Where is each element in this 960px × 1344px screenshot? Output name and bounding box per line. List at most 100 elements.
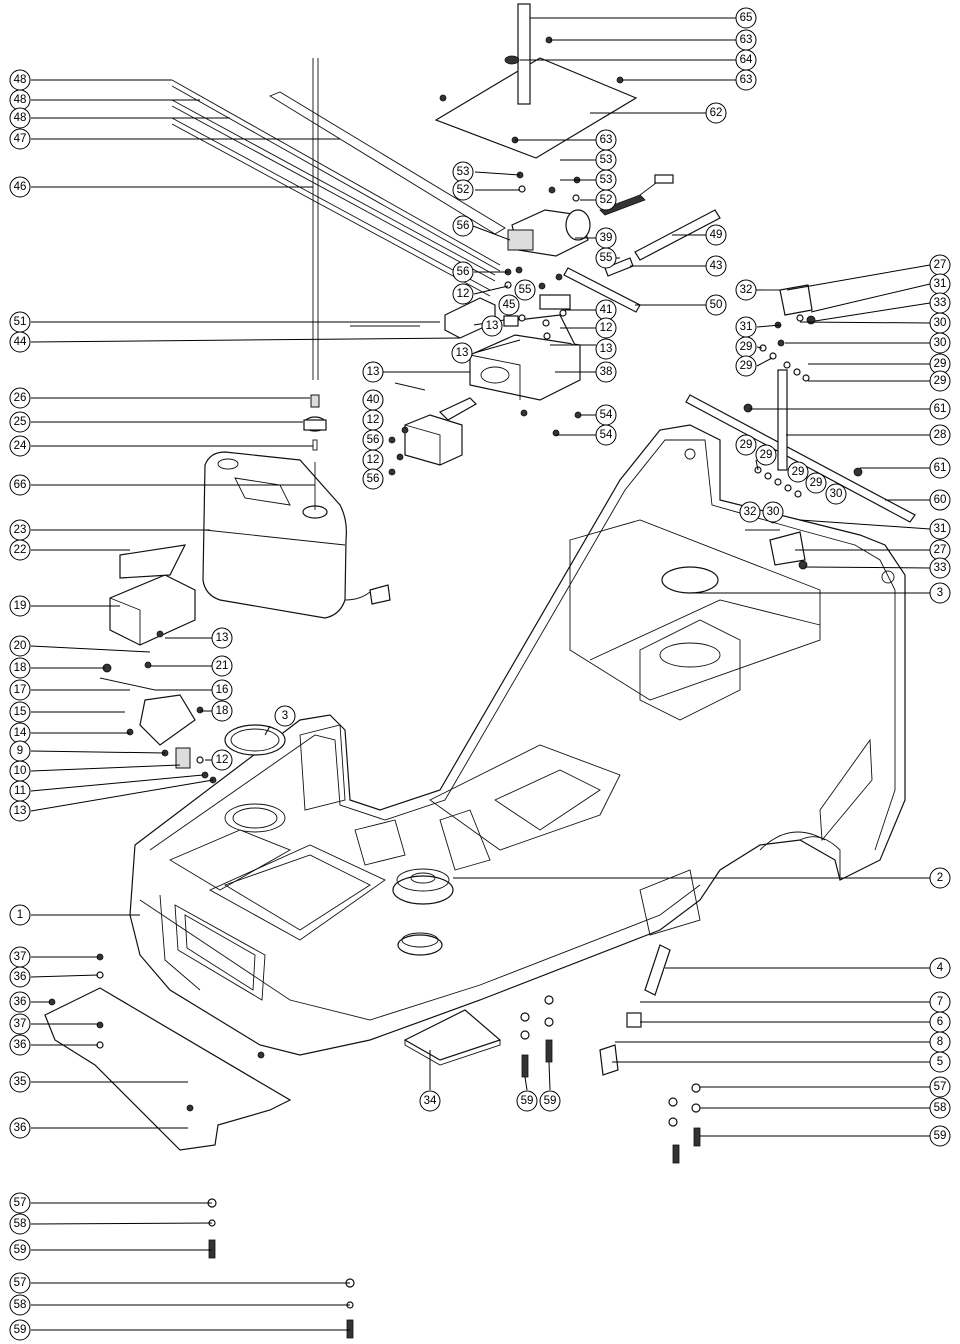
callout-66: 66: [9, 474, 31, 496]
filter-ring-rear: [661, 566, 719, 594]
svg-text:37: 37: [14, 951, 27, 963]
callout-48: 48: [9, 89, 31, 111]
callout-56: 56: [362, 468, 384, 490]
svg-text:59: 59: [544, 1095, 557, 1107]
callout-59: 59: [9, 1319, 31, 1341]
callout-26: 26: [9, 387, 31, 409]
svg-text:36: 36: [14, 1039, 27, 1051]
callout-47: 47: [9, 128, 31, 150]
clean-water-tank: [202, 451, 391, 619]
callout-24: 24: [9, 435, 31, 457]
svg-text:52: 52: [600, 194, 613, 206]
callout-38: 38: [595, 361, 617, 383]
svg-text:39: 39: [600, 232, 613, 244]
callout-52: 52: [595, 189, 617, 211]
svg-text:29: 29: [740, 439, 753, 451]
callout-39: 39: [595, 227, 617, 249]
callout-27: 27: [929, 254, 951, 276]
callout-49: 49: [705, 224, 727, 246]
svg-text:5: 5: [937, 1056, 943, 1068]
callout-54: 54: [595, 404, 617, 426]
callout-58: 58: [9, 1294, 31, 1316]
svg-text:62: 62: [710, 107, 723, 119]
svg-text:59: 59: [521, 1095, 534, 1107]
callout-13: 13: [595, 338, 617, 360]
svg-text:31: 31: [934, 278, 947, 290]
svg-text:28: 28: [934, 429, 947, 441]
callout-45: 45: [498, 294, 520, 316]
svg-text:56: 56: [457, 220, 470, 232]
callout-21: 21: [211, 655, 233, 677]
svg-text:13: 13: [367, 366, 380, 378]
svg-text:24: 24: [14, 440, 27, 452]
callout-7: 7: [929, 991, 951, 1013]
svg-text:29: 29: [934, 358, 947, 370]
svg-text:51: 51: [14, 316, 27, 328]
callout-63: 63: [595, 129, 617, 151]
svg-text:41: 41: [600, 304, 613, 316]
svg-text:53: 53: [600, 154, 613, 166]
svg-text:48: 48: [14, 94, 27, 106]
callout-27: 27: [929, 539, 951, 561]
svg-text:10: 10: [14, 765, 27, 777]
callout-53: 53: [595, 169, 617, 191]
svg-text:40: 40: [367, 394, 380, 406]
callout-13: 13: [9, 800, 31, 822]
callout-61: 61: [929, 398, 951, 420]
callout-13: 13: [451, 342, 473, 364]
svg-text:27: 27: [934, 259, 947, 271]
callout-31: 31: [929, 273, 951, 295]
callout-28: 28: [929, 424, 951, 446]
rear-axle-bar: [685, 394, 916, 523]
svg-text:29: 29: [792, 466, 805, 478]
callout-56: 56: [452, 215, 474, 237]
callout-12: 12: [362, 409, 384, 431]
svg-text:56: 56: [367, 434, 380, 446]
svg-text:13: 13: [486, 320, 499, 332]
svg-text:50: 50: [710, 299, 723, 311]
callout-6: 6: [929, 1011, 951, 1033]
svg-text:30: 30: [767, 506, 780, 518]
svg-text:57: 57: [14, 1197, 27, 1209]
callout-53: 53: [452, 161, 474, 183]
filter-ring: [224, 724, 286, 756]
callout-46: 46: [9, 176, 31, 198]
callout-33: 33: [929, 557, 951, 579]
svg-text:55: 55: [600, 252, 613, 264]
svg-text:12: 12: [600, 322, 613, 334]
svg-text:49: 49: [710, 229, 723, 241]
callout-63: 63: [735, 29, 757, 51]
callout-58: 58: [929, 1097, 951, 1119]
svg-text:46: 46: [14, 181, 27, 193]
pump-motor: [507, 174, 674, 257]
svg-text:14: 14: [14, 727, 27, 739]
drain-valve: [644, 944, 671, 996]
svg-text:1: 1: [17, 909, 23, 921]
svg-text:35: 35: [14, 1076, 27, 1088]
svg-text:30: 30: [934, 317, 947, 329]
callout-36: 36: [9, 991, 31, 1013]
svg-text:61: 61: [934, 462, 947, 474]
callout-29: 29: [805, 472, 827, 494]
switch-assembly: [99, 544, 196, 769]
callout-43: 43: [705, 255, 727, 277]
svg-text:59: 59: [934, 1130, 947, 1142]
callout-25: 25: [9, 411, 31, 433]
svg-text:11: 11: [14, 785, 26, 797]
svg-text:54: 54: [600, 409, 613, 421]
callout-50: 50: [705, 294, 727, 316]
svg-text:56: 56: [367, 473, 380, 485]
callout-59: 59: [929, 1125, 951, 1147]
svg-text:17: 17: [14, 684, 27, 696]
svg-text:29: 29: [934, 375, 947, 387]
svg-text:4: 4: [937, 962, 944, 974]
svg-text:57: 57: [14, 1277, 27, 1289]
svg-text:54: 54: [600, 429, 613, 441]
svg-text:66: 66: [14, 479, 27, 491]
svg-text:18: 18: [14, 662, 27, 674]
callout-29: 29: [929, 353, 951, 375]
callout-29: 29: [755, 444, 777, 466]
svg-text:45: 45: [503, 299, 516, 311]
callout-55: 55: [514, 279, 536, 301]
svg-text:53: 53: [600, 174, 613, 186]
